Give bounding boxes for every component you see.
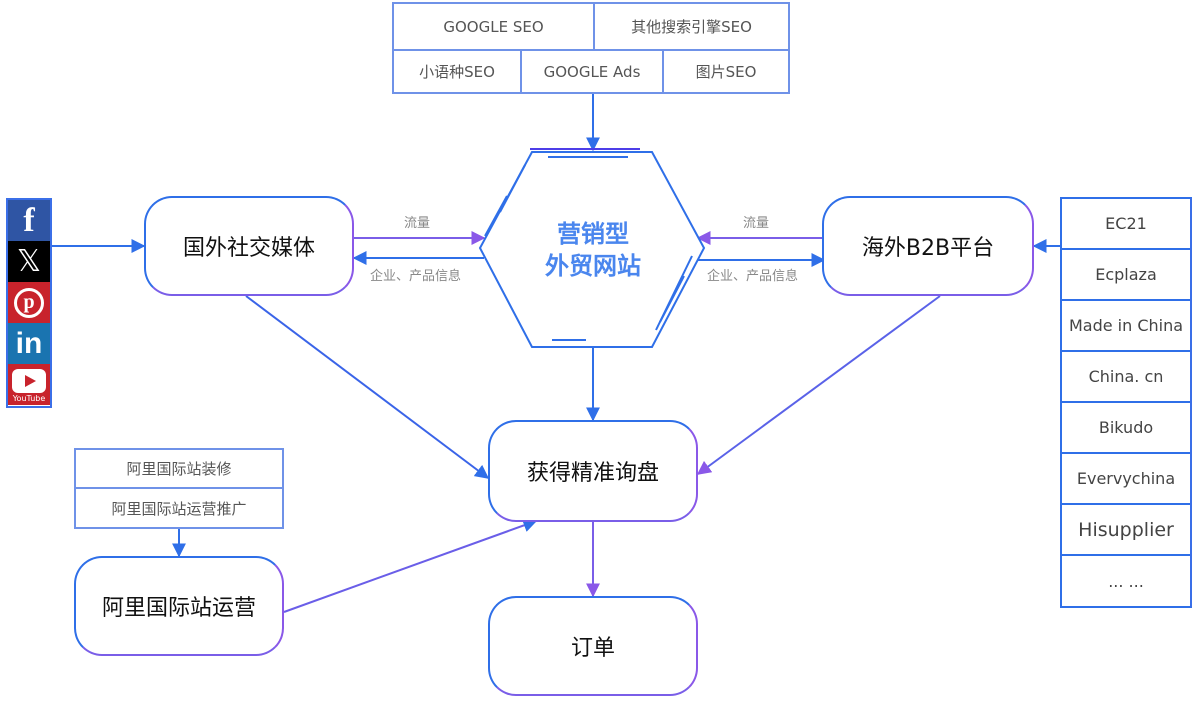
b2b-item-made-in-china: Made in China: [1062, 301, 1190, 352]
alibaba-service-promotion: 阿里国际站运营推广: [111, 500, 247, 518]
seo-google: GOOGLE SEO: [443, 17, 544, 36]
b2b-item-ec21: EC21: [1062, 199, 1190, 250]
social-to-inquiries-arrow: [245, 295, 490, 479]
seo-minor-language: 小语种SEO: [419, 63, 495, 81]
b2b-item-bikudo: Bikudo: [1062, 403, 1190, 454]
inquiries-node: 获得精准询盘: [488, 420, 698, 522]
b2b-to-inquiries-arrow: [696, 295, 941, 475]
alibaba-service-decoration: 阿里国际站装修: [76, 450, 282, 489]
linkedin-icon: in: [8, 323, 50, 364]
center-title-line2: 外贸网站: [545, 252, 641, 280]
youtube-label: YouTube: [12, 393, 46, 403]
website-hexagon: [478, 148, 706, 348]
alibaba-services-table: 阿里国际站装修 阿里国际站运营推广: [74, 448, 284, 529]
seo-image: 图片SEO: [662, 49, 788, 94]
center-title: 营销型 外贸网站: [520, 218, 666, 282]
youtube-play-icon: [12, 368, 46, 393]
b2b-item-hisupplier: Hisupplier: [1062, 505, 1190, 556]
b2b-platform-node: 海外B2B平台: [822, 196, 1034, 296]
social-icons-column: f 𝕏 p in YouTube: [6, 198, 52, 408]
ali-to-inquiries-arrow: [283, 518, 538, 613]
center-title-line1: 营销型: [557, 220, 629, 248]
facebook-icon: f: [8, 200, 50, 241]
alibaba-ops-node: 阿里国际站运营: [74, 556, 284, 656]
order-node: 订单: [488, 596, 698, 696]
left-traffic-label: 流量: [404, 216, 431, 231]
b2b-item-china-cn: China. cn: [1062, 352, 1190, 403]
left-info-label: 企业、产品信息: [370, 269, 462, 284]
b2b-item-more: ... ...: [1108, 572, 1144, 591]
seo-methods-table: GOOGLE SEO 其他搜索引擎SEO 小语种SEO GOOGLE Ads 图…: [392, 2, 790, 94]
b2b-item-ecplaza: Ecplaza: [1062, 250, 1190, 301]
b2b-item-evervychina: Evervychina: [1062, 454, 1190, 505]
seo-google-ads: GOOGLE Ads: [520, 49, 662, 94]
right-traffic-label: 流量: [743, 216, 770, 231]
b2b-platform-list: EC21 Ecplaza Made in China China. cn Bik…: [1060, 197, 1192, 608]
x-icon: 𝕏: [8, 241, 50, 282]
youtube-icon: YouTube: [8, 364, 50, 405]
right-info-label: 企业、产品信息: [707, 269, 799, 284]
seo-other-engines: 其他搜索引擎SEO: [593, 4, 788, 49]
pinterest-icon: p: [8, 282, 50, 323]
social-media-node: 国外社交媒体: [144, 196, 354, 296]
